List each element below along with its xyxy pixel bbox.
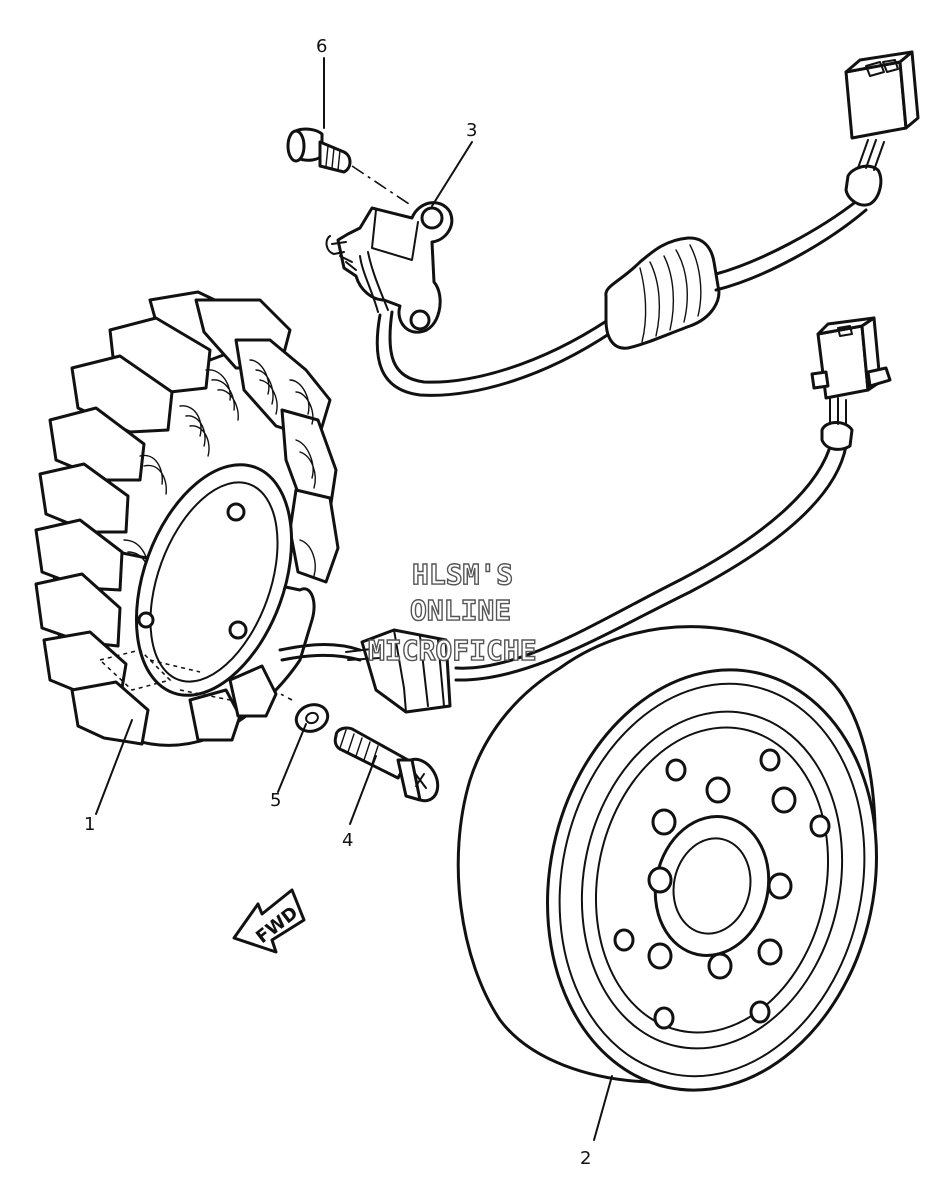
- callout-3: 3: [466, 120, 477, 141]
- screw-part-4[interactable]: [333, 726, 445, 807]
- watermark-line-3: MICROFICHE: [368, 634, 537, 667]
- watermark-line-1: HLSM'S: [412, 558, 513, 591]
- callout-5: 5: [270, 790, 281, 811]
- watermark-line-2: ONLINE: [410, 594, 511, 627]
- callout-1: 1: [84, 814, 95, 835]
- watermark: HLSM'S ONLINE MICROFICHE: [367, 557, 537, 667]
- washer-part-5[interactable]: [293, 700, 332, 735]
- callout-2: 2: [580, 1148, 591, 1169]
- forward-direction-arrow: FWD: [232, 888, 306, 954]
- bolt-part-6[interactable]: [286, 127, 413, 207]
- callout-leaders: [95, 57, 613, 1141]
- stator-assembly[interactable]: [34, 290, 362, 747]
- rotor-flywheel[interactable]: [456, 625, 914, 1121]
- callout-6: 6: [316, 36, 327, 57]
- stator-lead[interactable]: [345, 316, 892, 714]
- callout-4: 4: [342, 830, 353, 851]
- pickup-coil-assembly[interactable]: [325, 50, 920, 397]
